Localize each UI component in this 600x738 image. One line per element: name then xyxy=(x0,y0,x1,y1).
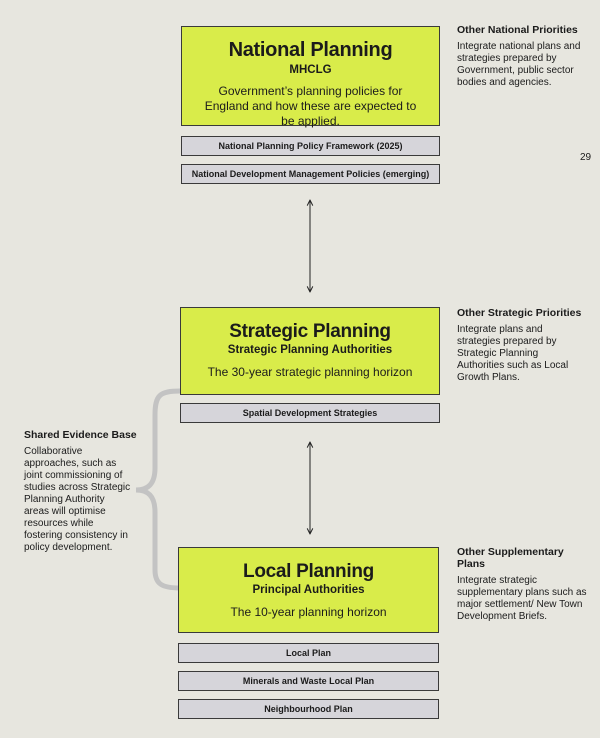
strategic-side-note: Other Strategic Priorities Integrate pla… xyxy=(457,307,587,384)
document-local-plan: Local Plan xyxy=(178,643,439,663)
page-number: 29 xyxy=(580,152,592,163)
strategic-side-body: Integrate plans and strategies prepared … xyxy=(457,324,569,383)
document-ndmp: National Development Management Policies… xyxy=(181,164,440,184)
local-planning-subtitle: Principal Authorities xyxy=(252,584,365,596)
national-planning-title: National Planning xyxy=(228,39,393,61)
local-planning-description: The 10-year planning horizon xyxy=(230,605,387,619)
local-side-note: Other Supplementary Plans Integrate stra… xyxy=(457,546,592,623)
shared-evidence-note: Shared Evidence Base Collaborative appro… xyxy=(24,429,137,554)
shared-evidence-bracket xyxy=(135,388,183,591)
shared-evidence-heading: Shared Evidence Base xyxy=(24,429,137,441)
national-side-body: Integrate national plans and strategies … xyxy=(457,41,581,88)
document-neighbourhood-plan: Neighbourhood Plan xyxy=(178,699,439,719)
local-side-heading: Other Supplementary Plans xyxy=(457,546,564,570)
national-planning-description: Government’s planning policies for Engla… xyxy=(204,84,417,128)
local-planning-title: Local Planning xyxy=(243,561,374,582)
local-side-body: Integrate strategic supplementary plans … xyxy=(457,575,587,622)
strategic-planning-subtitle: Strategic Planning Authorities xyxy=(227,344,393,356)
strategic-side-heading: Other Strategic Priorities xyxy=(457,307,582,319)
national-side-note: Other National Priorities Integrate nati… xyxy=(457,24,597,89)
national-side-heading: Other National Priorities xyxy=(457,24,578,36)
shared-evidence-body: Collaborative approaches, such as joint … xyxy=(24,446,131,553)
national-planning-subtitle: MHCLG xyxy=(289,64,332,76)
national-planning-box: National Planning MHCLG Government’s pla… xyxy=(181,26,440,128)
document-sds: Spatial Development Strategies xyxy=(180,403,440,423)
strategic-planning-box: Strategic Planning Strategic Planning Au… xyxy=(180,307,440,395)
document-npff: National Planning Policy Framework (2025… xyxy=(181,136,440,156)
document-minerals-waste: Minerals and Waste Local Plan xyxy=(178,671,439,691)
local-planning-box: Local Planning Principal Authorities The… xyxy=(178,547,439,633)
strategic-planning-title: Strategic Planning xyxy=(229,321,391,342)
strategic-planning-description: The 30-year strategic planning horizon xyxy=(207,365,413,379)
